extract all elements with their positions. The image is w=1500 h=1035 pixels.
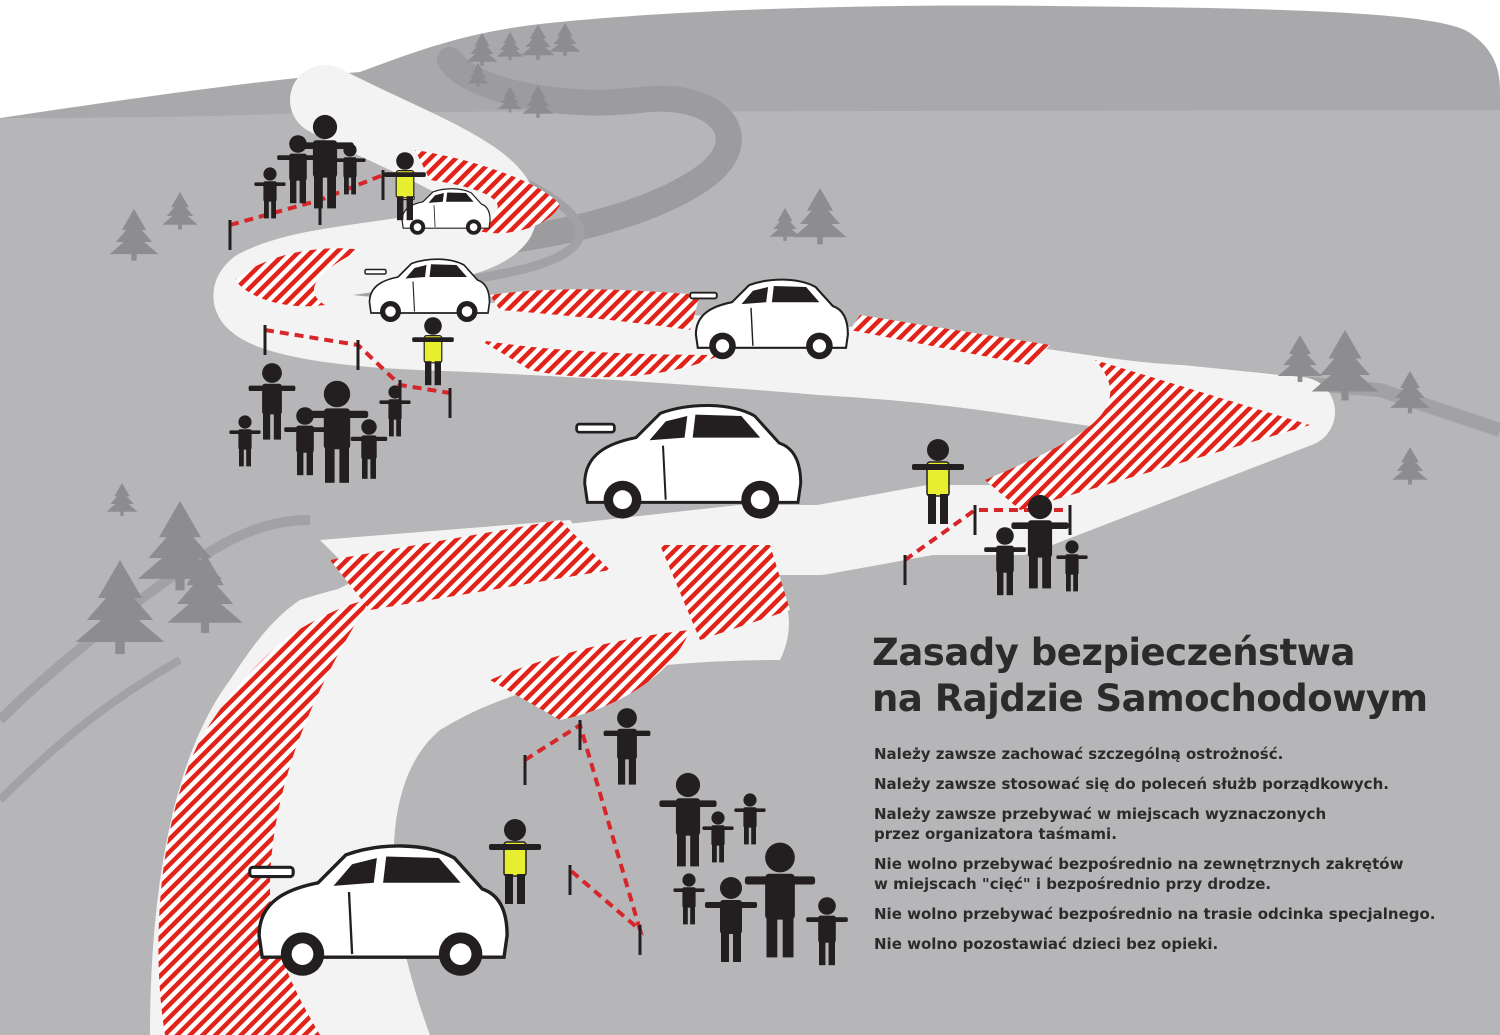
danger-zone	[158, 600, 370, 1035]
danger-zone	[415, 150, 560, 234]
pine-tree-icon	[466, 33, 498, 66]
pine-tree-icon	[106, 483, 138, 516]
rally-car-icon	[398, 188, 491, 235]
rally-car-icon	[689, 278, 849, 360]
pine-tree-icon	[75, 560, 165, 654]
pine-tree-icon	[162, 192, 198, 230]
pine-tree-icon	[521, 24, 555, 60]
danger-zone	[850, 315, 1050, 365]
safety-rule: Nie wolno przebywać bezpośrednio na tras…	[874, 905, 1436, 923]
barrier-tape-icon	[523, 720, 644, 955]
person-icon	[1056, 540, 1088, 592]
person-icon	[1011, 494, 1069, 589]
pine-tree-icon	[496, 32, 524, 61]
pine-tree-icon	[1277, 335, 1323, 382]
safety-rule: Należy zawsze zachować szczególną ostroż…	[874, 745, 1284, 763]
person-icon	[984, 527, 1026, 596]
person-icon	[734, 793, 766, 845]
pine-tree-icon	[769, 208, 801, 241]
person-icon	[248, 363, 296, 440]
person-icon	[702, 811, 734, 863]
tire-track	[0, 656, 182, 803]
person-icon	[705, 877, 757, 962]
rally-car-icon	[364, 258, 491, 322]
person-icon	[254, 167, 286, 219]
safety-rule: Nie wolno przebywać bezpośrednio na zewn…	[874, 855, 1404, 893]
person-icon	[603, 708, 651, 785]
pine-tree-icon	[522, 85, 554, 118]
danger-zone	[490, 289, 700, 330]
person-icon	[744, 842, 816, 958]
infographic-title: Zasady bezpieczeństwa na Rajdzie Samocho…	[872, 630, 1472, 722]
title-line-1: Zasady bezpieczeństwa	[872, 631, 1355, 674]
safety-rule: Nie wolno pozostawiać dzieci bez opieki.	[874, 935, 1219, 953]
person-icon	[379, 385, 411, 437]
marshal-vest-icon	[412, 317, 454, 386]
pine-tree-icon	[1392, 447, 1428, 485]
danger-zone	[235, 248, 360, 307]
rally-car-icon	[248, 844, 509, 976]
person-icon	[806, 897, 848, 966]
person-icon	[296, 114, 354, 209]
spectators-and-marshals	[229, 114, 1088, 966]
pine-tree-icon	[466, 63, 490, 87]
pine-tree-icon	[109, 209, 159, 261]
safety-rule: Należy zawsze stosować się do poleceń sł…	[874, 775, 1389, 793]
rally-car-icon	[575, 404, 803, 519]
marshal-vest-icon	[384, 152, 426, 221]
pine-tree-icon	[167, 553, 243, 633]
safety-rule: Należy zawsze przebywać w miejscach wyzn…	[874, 805, 1327, 843]
danger-zone	[985, 360, 1310, 510]
marshal-vest-icon	[489, 819, 541, 904]
pine-tree-icon	[549, 23, 581, 56]
danger-zone	[660, 545, 790, 640]
pine-tree-icon	[1390, 371, 1430, 414]
pine-tree-icon	[497, 86, 523, 113]
person-icon	[659, 772, 717, 867]
person-icon	[673, 873, 705, 925]
trees	[75, 23, 1430, 654]
pine-tree-icon	[1311, 330, 1379, 401]
rally-cars	[248, 188, 849, 976]
barrier-tape-icon	[903, 505, 1072, 585]
person-icon	[305, 380, 369, 483]
tire-track	[0, 515, 311, 724]
danger-zone	[480, 340, 720, 378]
safety-rules-list: Należy zawsze zachować szczególną ostroż…	[874, 744, 1474, 964]
person-icon	[334, 143, 366, 195]
barrier-tapes	[228, 170, 1072, 955]
person-icon	[229, 415, 261, 467]
title-line-2: na Rajdzie Samochodowym	[872, 677, 1428, 720]
person-icon	[350, 419, 388, 479]
danger-zones	[158, 150, 1310, 1035]
marshal-vest-icon	[912, 439, 964, 524]
pine-tree-icon	[793, 188, 847, 245]
danger-zone	[490, 630, 690, 720]
danger-zone	[330, 520, 610, 610]
